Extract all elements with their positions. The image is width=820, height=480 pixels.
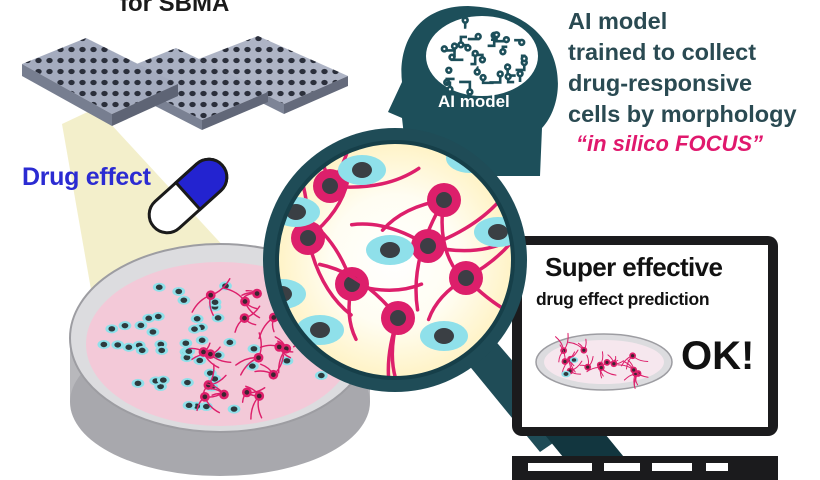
- neuron-cell: [205, 383, 229, 400]
- monitor-subtitle: drug effect prediction: [536, 289, 710, 309]
- circuit-node: [474, 32, 482, 41]
- cyan-cell: [131, 378, 145, 388]
- cyan-cell: [314, 370, 328, 380]
- cyan-cell: [247, 344, 261, 354]
- cyan-cell: [569, 357, 579, 363]
- cyan-cell: [135, 345, 149, 355]
- mini-neuron: [586, 364, 617, 379]
- circuit-node: [478, 56, 487, 64]
- cyan-cell: [111, 340, 125, 350]
- cyan-cell: [152, 282, 166, 292]
- cyan-cell: [561, 370, 571, 378]
- ai-description-line: trained to collect: [568, 39, 757, 65]
- circuit-node: [461, 16, 469, 24]
- circuit-node: [504, 72, 512, 81]
- circuit-node: [518, 38, 526, 47]
- mini-neuron: [579, 354, 594, 371]
- cyan-cell: [118, 321, 132, 331]
- brain-circuit-icon: [440, 16, 528, 96]
- monitor-title: Super effective: [545, 252, 723, 282]
- circuit-node: [445, 66, 453, 74]
- cyan-cell: [151, 311, 165, 321]
- circuit-node: [479, 73, 487, 82]
- cyan-cell: [97, 340, 111, 350]
- circuit-node: [520, 54, 528, 63]
- ai-description-line: cells by morphology: [568, 101, 797, 127]
- circuit-node: [496, 70, 504, 78]
- neuron-cell: [258, 312, 290, 340]
- cyan-cell: [156, 375, 170, 385]
- cyan-cell: [195, 335, 209, 345]
- cyan-cell: [181, 378, 194, 388]
- circuit-node: [471, 49, 479, 58]
- circuit-node: [503, 63, 512, 71]
- ai-description-line: drug-responsive: [568, 70, 753, 96]
- mini-neuron: [607, 354, 624, 368]
- cyan-cell: [146, 327, 160, 337]
- neuron-cell: [254, 354, 285, 380]
- mini-neuron: [567, 338, 588, 354]
- plate-title: for SBMA: [120, 0, 230, 17]
- cyan-cell: [105, 324, 119, 334]
- magnified-cyan-cell: [338, 155, 386, 185]
- cyan-cell: [223, 337, 237, 347]
- cyan-cell: [155, 345, 169, 355]
- drug-effect-label: Drug effect: [22, 163, 151, 191]
- computer-monitor: [512, 236, 778, 480]
- circuit-node: [502, 35, 511, 44]
- well-plate-front: [22, 38, 178, 126]
- result-ok: OK!: [681, 334, 755, 378]
- circuit-node: [446, 85, 454, 94]
- cyan-cell: [179, 338, 193, 348]
- neuron-cell: [245, 385, 265, 420]
- magnifier-lens: [263, 128, 527, 392]
- cyan-cell: [177, 295, 191, 305]
- cyan-cell: [122, 342, 136, 352]
- cyan-cell: [182, 400, 196, 410]
- cyan-cell: [245, 361, 259, 371]
- cyan-cell: [227, 404, 241, 414]
- circuit-node: [457, 41, 465, 49]
- ai-description: AI model trained to collect drug-respons…: [568, 6, 797, 130]
- ai-description-line: AI model: [568, 8, 668, 34]
- neuron-cell: [241, 288, 262, 299]
- dish-cells: [97, 278, 344, 420]
- circuit-node: [464, 44, 472, 52]
- cyan-cell: [211, 313, 225, 323]
- cyan-cell: [193, 355, 207, 365]
- ai-head-label: AI model: [438, 92, 510, 111]
- cyan-cell: [142, 313, 156, 323]
- circuit-node: [440, 45, 449, 53]
- circuit-node: [473, 68, 481, 76]
- neuron-cell: [188, 342, 220, 369]
- neuron-cell: [259, 342, 294, 359]
- method-name: “in silico FOCUS”: [576, 131, 764, 156]
- cyan-cell: [280, 356, 294, 366]
- circuit-node: [450, 42, 459, 50]
- circuit-node: [516, 69, 524, 78]
- cyan-cell: [190, 314, 204, 324]
- magnified-cyan-cell: [420, 321, 468, 351]
- circuit-node: [492, 31, 501, 39]
- monitor-dish-cells: [555, 332, 649, 389]
- mini-neuron: [620, 352, 649, 370]
- neuron-cell: [222, 287, 261, 319]
- capsule-icon: [147, 157, 229, 235]
- circuit-node: [499, 48, 507, 56]
- neuron-cell: [191, 278, 231, 316]
- cyan-cell: [134, 320, 148, 330]
- cyan-cell: [188, 324, 201, 334]
- well-plate-stack: [22, 36, 348, 130]
- circuit-node: [466, 88, 474, 96]
- magnified-cyan-cell: [366, 235, 414, 265]
- cyan-cell: [172, 286, 186, 296]
- magnified-neuron: [317, 262, 415, 378]
- cyan-cell: [208, 297, 222, 307]
